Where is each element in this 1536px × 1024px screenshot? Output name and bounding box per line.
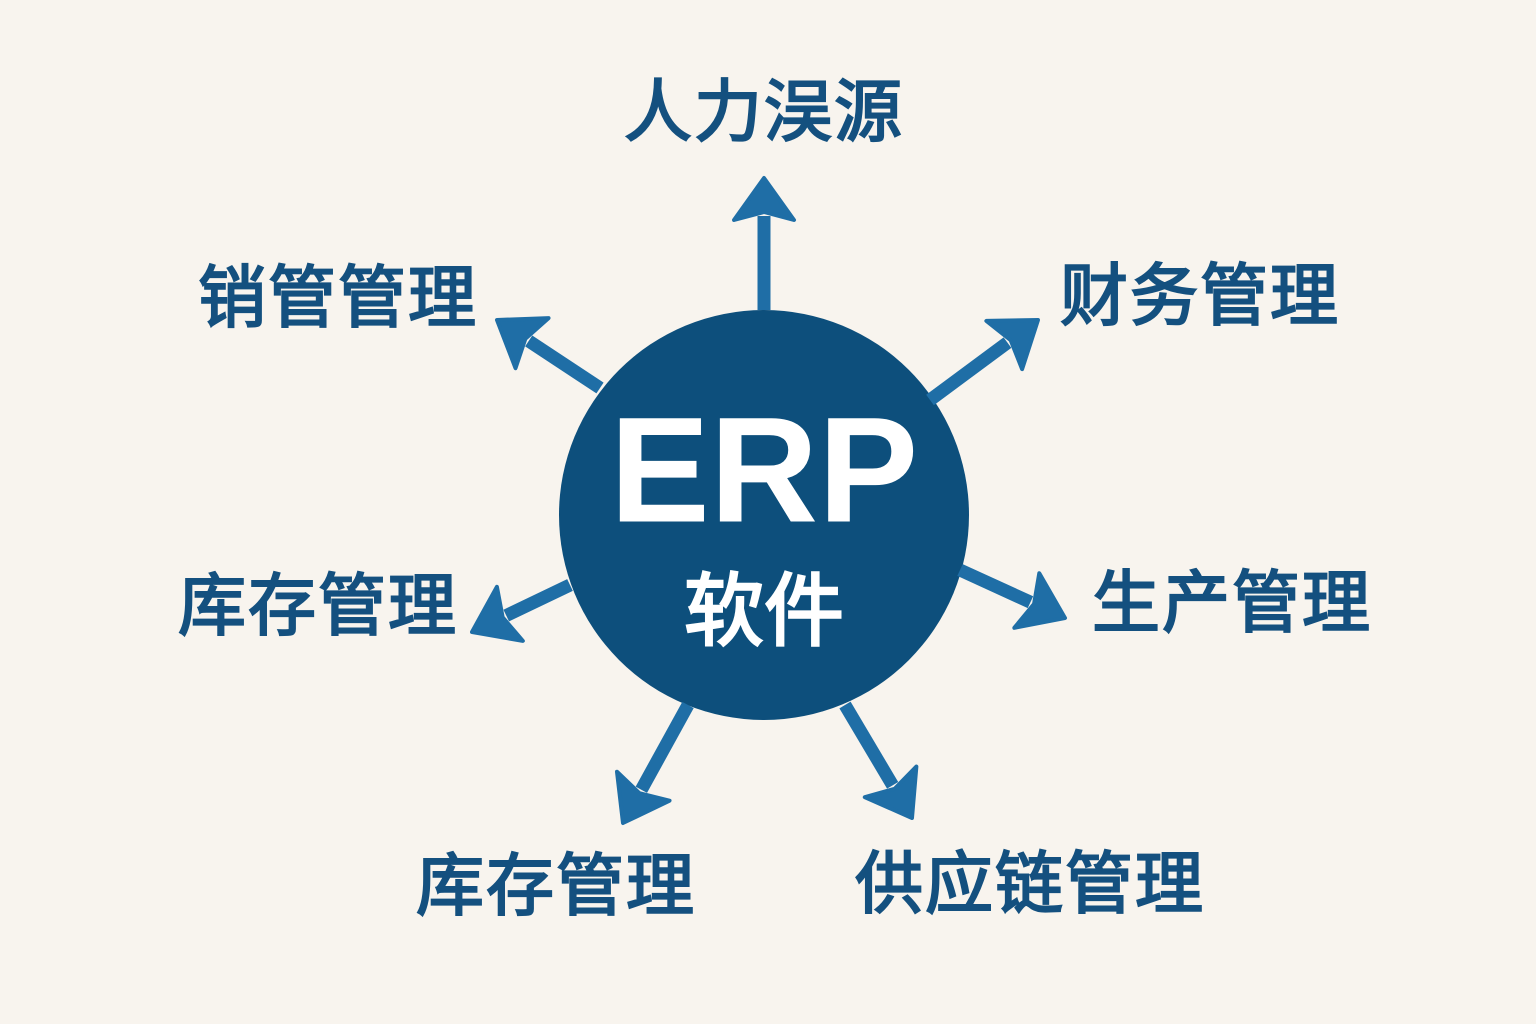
arrow-shaft [525, 335, 604, 394]
module-label-production: 生产管理 [1091, 564, 1373, 644]
module-label-inventory-bottom: 库存管理 [415, 847, 697, 927]
arrow-head-icon [862, 764, 919, 820]
module-label-inventory-left: 库存管理 [177, 567, 459, 647]
arrow-head-icon [614, 769, 672, 825]
module-label-hr: 人力洖源 [623, 73, 905, 153]
arrow-shaft [635, 701, 694, 793]
arrow-head-icon [495, 316, 551, 371]
arrow-head-icon [984, 318, 1040, 372]
module-label-finance: 财务管理 [1059, 257, 1341, 337]
arrow-shaft [839, 701, 899, 789]
arrow-top [732, 176, 796, 310]
center-title: ERP [609, 385, 919, 554]
arrow-bottom-left [614, 701, 694, 825]
center-circle [559, 310, 969, 720]
center-subtitle: 软件 [684, 565, 844, 658]
arrow-right [957, 564, 1067, 630]
arrow-head-icon [732, 176, 796, 222]
arrow-shaft [957, 564, 1034, 609]
arrow-bottom-right [839, 701, 919, 820]
arrow-head-icon [470, 584, 525, 643]
arrow-head-icon [1012, 571, 1067, 630]
arrow-shaft [503, 579, 573, 622]
arrow-left [470, 579, 573, 643]
arrow-top-left [495, 316, 604, 394]
arrow-shaft [926, 337, 1012, 406]
arrow-top-right [926, 318, 1040, 406]
module-label-supply-chain: 供应链管理 [854, 845, 1206, 925]
module-label-sales: 销管管理 [197, 259, 479, 339]
